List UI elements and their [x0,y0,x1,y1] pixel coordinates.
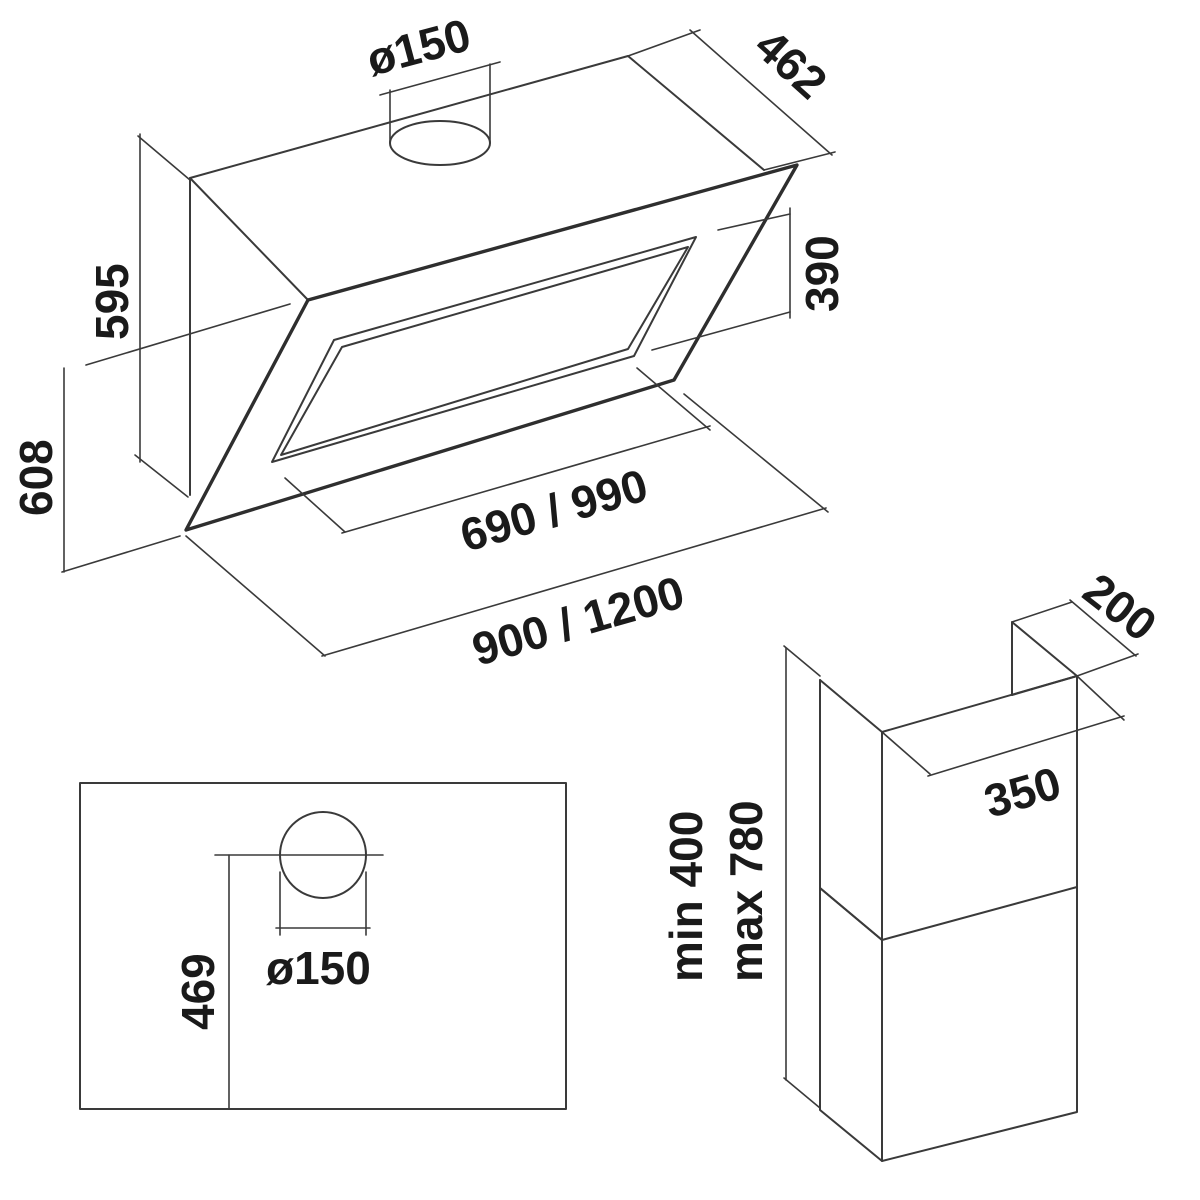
plan-view [79,782,567,1110]
dim-duct-top-line [379,61,501,96]
dim-chimney-width-ext-right [1076,675,1125,721]
label-chimney-width: 350 [978,756,1066,827]
chimney-dimension-lines [783,599,1139,1109]
dim-filter-line [341,425,711,534]
label-duct-offset: 469 [172,953,224,1030]
hood-side-edge [189,177,309,301]
chimney-joint-back [819,887,883,941]
plan-outline [79,782,567,1110]
dim-filter-ext-right [636,367,711,431]
hood-back-box [189,55,765,496]
label-duct-plan: ø150 [266,942,371,994]
dim-depth-line [689,29,833,156]
label-hood-height: 595 [86,263,138,340]
chimney-left-top-edge [819,679,883,733]
dim-depth-ext-top [627,29,701,57]
chimney-left-face [819,679,883,1162]
hood-filter-frame-inner [280,246,689,456]
dim-chimney-height-ext-top [783,645,821,677]
hood-duct-outlet [389,120,491,166]
dim-chimney-width-line [927,715,1125,777]
dim-depth-ext-bottom [763,151,836,171]
label-overall-height: 608 [10,439,62,516]
hood-isometric [184,55,799,532]
label-filter-width: 690 / 990 [454,459,653,562]
dim-chimney-depth-ext-left [1011,601,1073,623]
dim-width-ext-left [185,535,326,657]
label-hood-width: 900 / 1200 [466,566,689,676]
label-depth: 462 [745,19,837,109]
dim-overall-ext-bottom [61,535,181,573]
label-chimney-depth: 200 [1074,563,1166,651]
hood-filter-frame-outer [271,236,697,463]
dim-width-line [321,507,827,657]
dim-chimney-depth-line [1069,599,1137,657]
dim-height-ref-line [85,303,291,366]
dim-filter-ext-left [284,477,346,533]
dim-glass-ext-top [717,213,791,231]
chimney-joint-line [819,886,1078,941]
dim-height-ext-top [137,135,191,181]
dimension-labels: ø150 462 390 595 608 690 / 990 900 / 120… [10,8,1166,1030]
dim-chimney-width-ext-left [881,731,931,775]
dim-chimney-depth-ext-right [1076,653,1139,677]
label-chimney-height-min: min 400 [660,811,712,982]
chimney-front-face [881,675,1078,1162]
label-glass-height: 390 [796,235,848,312]
dim-height-ext-bottom [134,454,189,498]
chimney [819,621,1078,1162]
hood-dimension-lines [61,29,836,657]
dim-chimney-height-ext-bottom [783,1077,821,1109]
hood-glass-panel [184,163,799,532]
label-chimney-height-max: max 780 [720,800,772,982]
dim-width-ext-right [683,393,829,513]
dim-glass-ext-bottom [651,311,791,351]
chimney-back-panel [1011,621,1078,696]
chimney-back-panel-bottom [1011,675,1078,696]
